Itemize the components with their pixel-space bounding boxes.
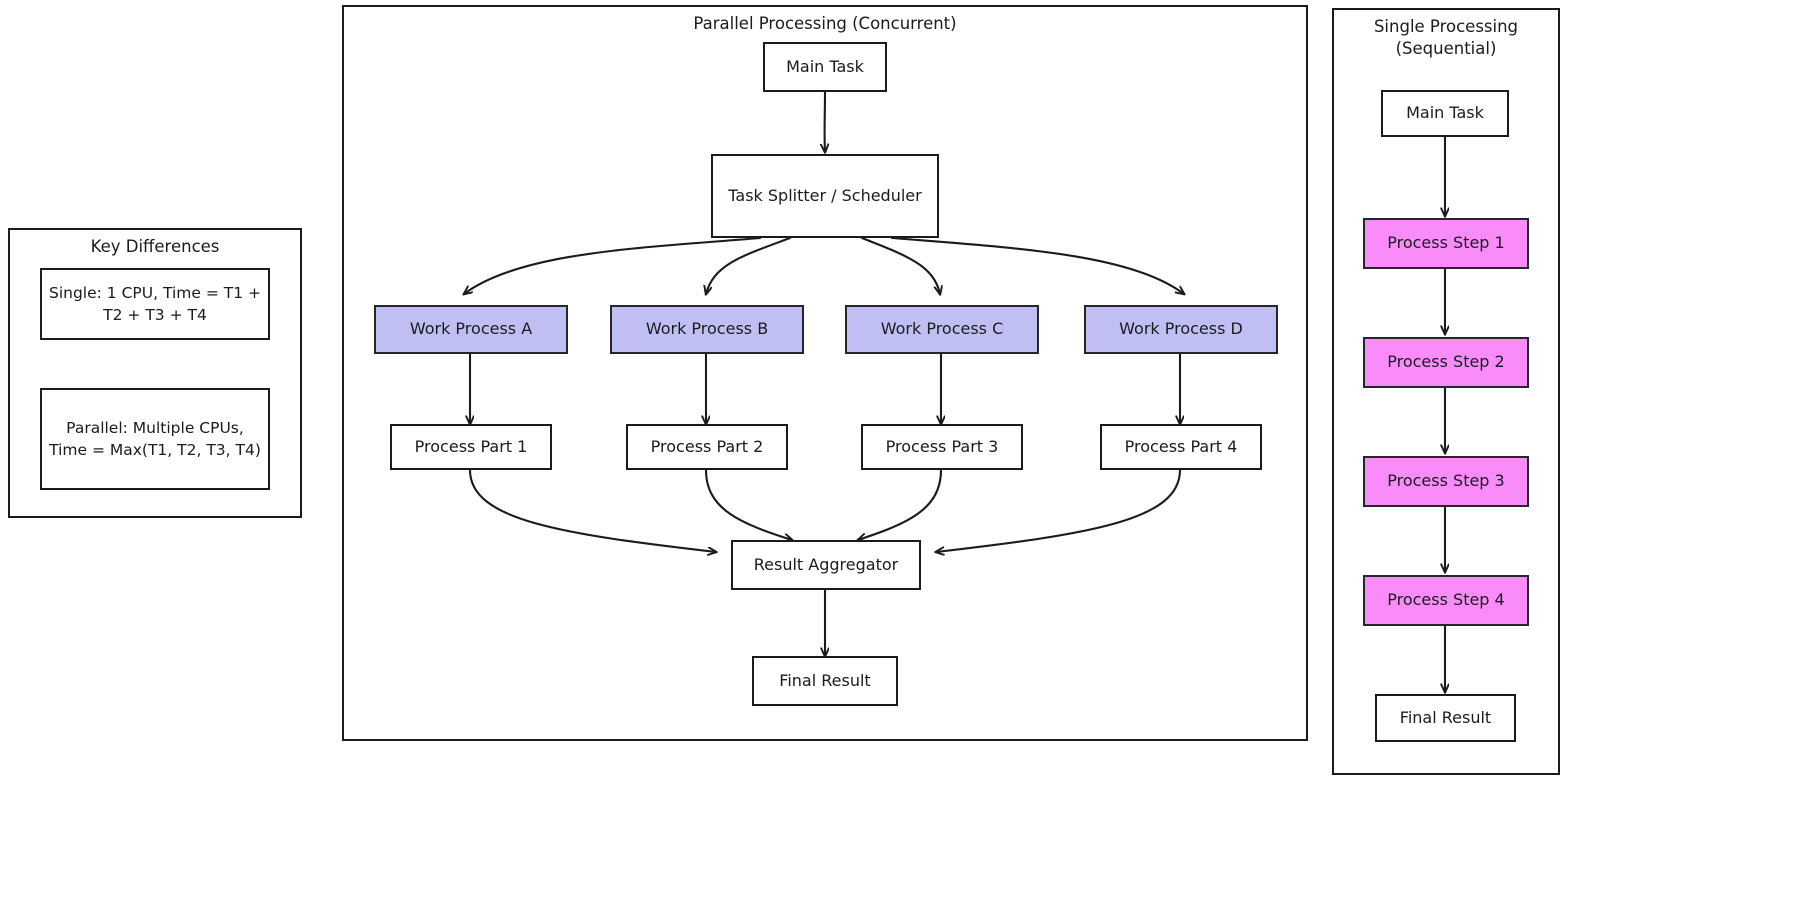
process-step-4-label: Process Step 4 [1387,590,1505,610]
result-aggregator-label: Result Aggregator [753,554,899,574]
process-part-1-node[interactable]: Process Part 1 [390,424,552,470]
parallel-main-task-label: Main Task [786,56,864,76]
key-difference-single-note: Single: 1 CPU, Time = T1 + T2 + T3 + T4 [40,268,270,340]
work-process-c-label: Work Process C [880,319,1004,339]
process-step-2-label: Process Step 2 [1387,352,1505,372]
sequential-main-task-node[interactable]: Main Task [1381,90,1509,137]
process-part-2-label: Process Part 2 [650,436,764,456]
key-difference-parallel-note: Parallel: Multiple CPUs, Time = Max(T1, … [40,388,270,490]
sequential-final-result-node[interactable]: Final Result [1375,694,1516,742]
task-splitter-label: Task Splitter / Scheduler [728,185,922,205]
process-step-4-node[interactable]: Process Step 4 [1363,575,1529,626]
process-step-3-label: Process Step 3 [1387,471,1505,491]
work-process-a-label: Work Process A [409,319,533,339]
key-differences-panel [8,228,302,518]
parallel-processing-panel [342,5,1308,741]
process-part-3-node[interactable]: Process Part 3 [861,424,1023,470]
parallel-processing-title: Parallel Processing (Concurrent) [693,14,957,33]
process-step-2-node[interactable]: Process Step 2 [1363,337,1529,388]
work-process-b-label: Work Process B [645,319,769,339]
sequential-main-task-label: Main Task [1406,103,1484,123]
parallel-final-result-node[interactable]: Final Result [752,656,898,706]
work-process-c-node[interactable]: Work Process C [845,305,1039,354]
process-step-1-label: Process Step 1 [1387,233,1505,253]
process-part-4-node[interactable]: Process Part 4 [1100,424,1262,470]
process-step-3-node[interactable]: Process Step 3 [1363,456,1529,507]
key-differences-title: Key Differences [90,237,220,256]
parallel-final-result-label: Final Result [779,670,871,690]
key-difference-parallel-text: Parallel: Multiple CPUs, Time = Max(T1, … [49,418,261,459]
process-step-1-node[interactable]: Process Step 1 [1363,218,1529,269]
work-process-a-node[interactable]: Work Process A [374,305,568,354]
sequential-processing-title: Single Processing (Sequential) [1373,17,1519,58]
work-process-d-label: Work Process D [1119,319,1243,339]
work-process-d-node[interactable]: Work Process D [1084,305,1278,354]
work-process-b-node[interactable]: Work Process B [610,305,804,354]
sequential-processing-panel [1332,8,1560,775]
process-part-3-label: Process Part 3 [885,436,999,456]
process-part-1-label: Process Part 1 [414,436,528,456]
result-aggregator-node[interactable]: Result Aggregator [731,540,921,590]
process-part-4-label: Process Part 4 [1124,436,1238,456]
task-splitter-node[interactable]: Task Splitter / Scheduler [711,154,939,238]
key-difference-single-text: Single: 1 CPU, Time = T1 + T2 + T3 + T4 [49,283,261,324]
process-part-2-node[interactable]: Process Part 2 [626,424,788,470]
parallel-main-task-node[interactable]: Main Task [763,42,887,92]
sequential-final-result-label: Final Result [1399,707,1492,727]
